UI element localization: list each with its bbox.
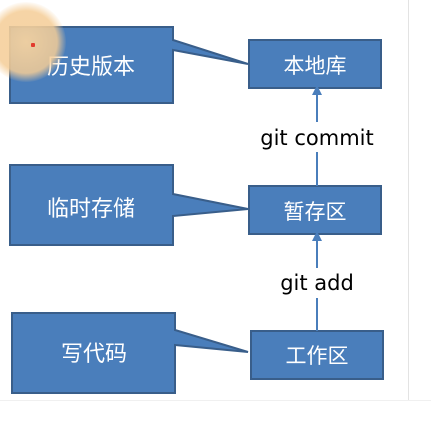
edge-commit: git commit [255, 85, 379, 186]
edge-add: git add [275, 231, 361, 331]
node-workspace: 工作区 [250, 330, 384, 380]
callout-history-label: 历史版本 [47, 55, 135, 80]
node-workspace-label: 工作区 [286, 344, 349, 368]
node-staging-area-label: 暂存区 [284, 200, 347, 224]
callout-temp-storage-label: 临时存储 [47, 197, 135, 222]
cursor-pointer-icon [31, 43, 35, 47]
node-local-repo-label: 本地库 [284, 54, 347, 78]
callout-write-code-label: 写代码 [61, 342, 127, 367]
callout-temp-storage: 临时存储 [9, 164, 249, 246]
right-edge-line [408, 0, 409, 400]
edge-commit-label: git commit [260, 126, 373, 150]
bottom-edge-line [0, 400, 431, 401]
edge-add-label: git add [280, 271, 354, 295]
node-staging-area: 暂存区 [248, 185, 382, 235]
node-local-repo: 本地库 [248, 39, 382, 89]
callout-history: 历史版本 [9, 26, 249, 104]
callout-write-code: 写代码 [11, 312, 249, 394]
